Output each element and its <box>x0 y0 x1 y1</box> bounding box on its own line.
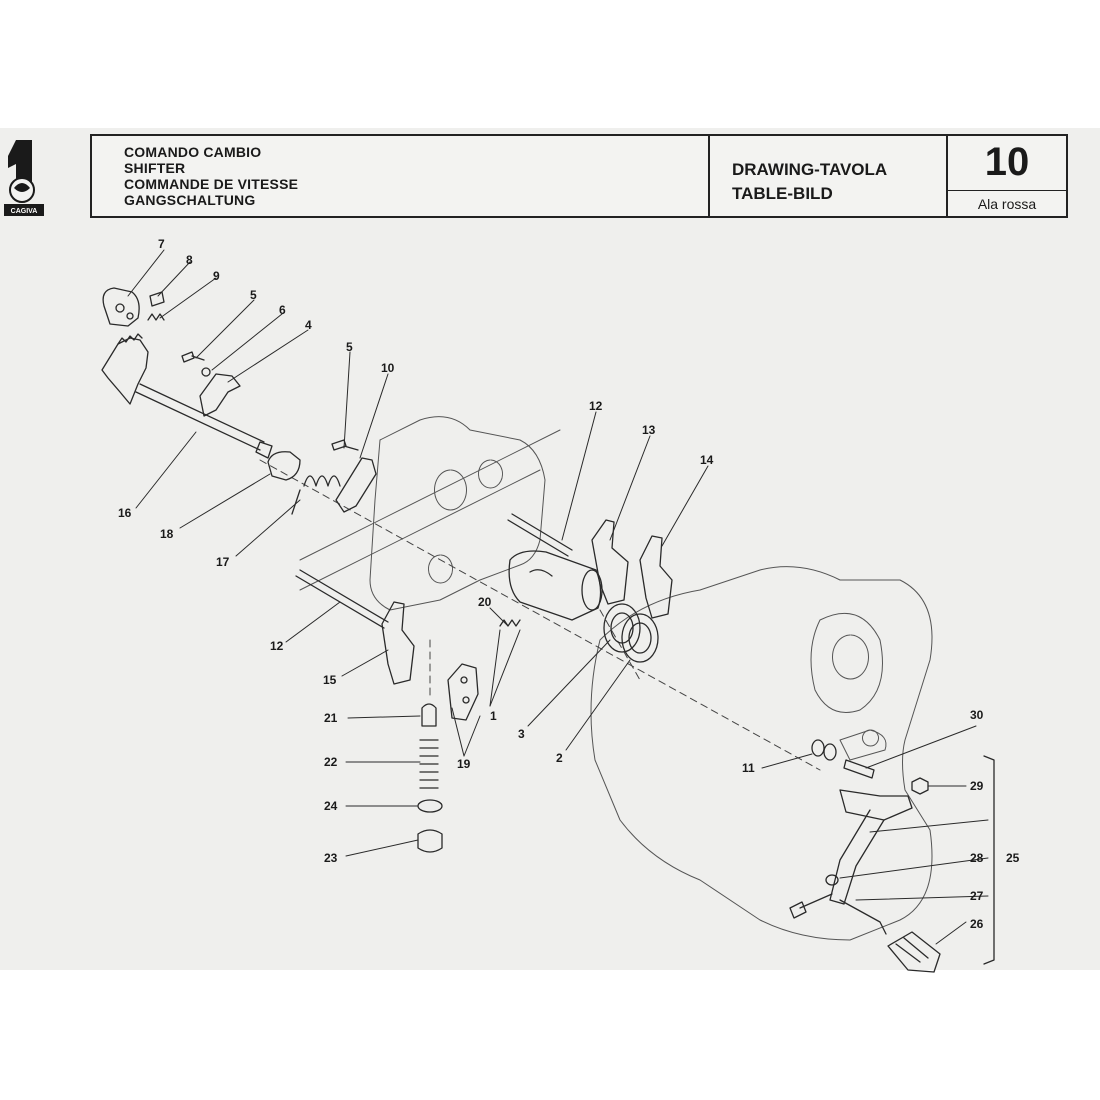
callout-21: 21 <box>324 711 338 725</box>
gearbox-casing <box>299 416 561 611</box>
callout-23: 23 <box>324 851 338 865</box>
callout-5b: 5 <box>346 340 353 354</box>
callout-30: 30 <box>970 708 984 722</box>
part-7-cam-plate <box>102 287 140 327</box>
part-29-nut <box>911 777 929 795</box>
cagiva-logo-icon: CAGIVA <box>4 140 44 216</box>
divider <box>948 190 1066 191</box>
part-10-plate <box>335 457 377 513</box>
title-line-it: COMANDO CAMBIO <box>124 144 262 160</box>
logo-text: CAGIVA <box>11 208 38 215</box>
drawing-sheet <box>0 128 1100 970</box>
callout-29: 29 <box>970 779 984 793</box>
callout-10: 10 <box>381 361 395 375</box>
callout-labels: 7 8 9 5 6 4 5 10 12 13 14 16 18 17 20 12… <box>118 237 1020 931</box>
callout-20: 20 <box>478 595 492 609</box>
part-23-plug <box>417 829 443 853</box>
part-22-spring <box>419 739 439 789</box>
callout-22: 22 <box>324 755 338 769</box>
callout-4: 4 <box>305 318 312 332</box>
drawing-box: DRAWING-TAVOLA TABLE-BILD <box>708 134 948 218</box>
callout-3: 3 <box>518 727 525 741</box>
part-13-fork <box>591 519 629 605</box>
part-9-spring <box>147 313 165 321</box>
part-15-fork <box>381 601 415 685</box>
part-1-selector-drum <box>508 550 603 621</box>
part-28-washer <box>825 874 839 886</box>
callout-14: 14 <box>700 453 714 467</box>
part-6-washer <box>201 367 211 377</box>
title-lines: COMANDO CAMBIO SHIFTER COMMANDE DE VITES… <box>124 144 298 208</box>
part-26-rubber <box>887 931 941 973</box>
callout-27: 27 <box>970 889 984 903</box>
callout-17: 17 <box>216 555 230 569</box>
title-box: COMANDO CAMBIO SHIFTER COMMANDE DE VITES… <box>90 134 710 218</box>
callout-12: 12 <box>589 399 603 413</box>
part-30-bolt <box>843 759 875 779</box>
part-5-bolt-2 <box>331 439 359 451</box>
part-4-pawl <box>199 373 241 417</box>
drawing-label: DRAWING-TAVOLA <box>732 160 888 179</box>
part-3-ring <box>603 603 641 653</box>
callout-25: 25 <box>1006 851 1020 865</box>
part-8-plate <box>149 291 165 307</box>
callout-19: 19 <box>457 757 471 771</box>
title-line-de: GANGSCHALTUNG <box>124 192 256 208</box>
part-27-gear-lever <box>829 789 913 935</box>
part-12-rod-lower <box>295 569 389 629</box>
part-lever-bolt <box>789 893 833 919</box>
part-12-rod-upper <box>507 513 573 557</box>
callout-5: 5 <box>250 288 257 302</box>
callout-7: 7 <box>158 237 165 251</box>
part-16-selector-shaft <box>101 333 273 459</box>
part-2-ring <box>621 613 659 663</box>
crankcase-outline <box>590 566 933 941</box>
part-19-lever <box>447 663 479 721</box>
part-14-fork <box>639 535 673 619</box>
callout-12b: 12 <box>270 639 284 653</box>
part-5-bolt <box>181 351 205 363</box>
callout-28: 28 <box>970 851 984 865</box>
callout-2: 2 <box>556 751 563 765</box>
table-label: TABLE-BILD <box>732 184 833 203</box>
callout-11: 11 <box>742 761 755 775</box>
part-21-plunger <box>421 703 437 727</box>
callout-16: 16 <box>118 506 132 520</box>
callout-6: 6 <box>279 303 286 317</box>
part-17-spring <box>291 475 341 515</box>
part-11-washer <box>811 739 825 757</box>
part-24-washer <box>417 799 443 813</box>
model-name: Ala rossa <box>977 196 1037 212</box>
table-number: 10 <box>984 140 1030 184</box>
callout-1: 1 <box>490 709 497 723</box>
title-line-fr: COMMANDE DE VITESSE <box>124 176 299 192</box>
callout-9: 9 <box>213 269 220 283</box>
title-line-en: SHIFTER <box>124 160 186 176</box>
part-18-bushing <box>267 451 301 481</box>
table-number-box: 10 Ala rossa <box>946 134 1068 218</box>
callout-15: 15 <box>323 673 337 687</box>
bracket-25 <box>983 755 995 965</box>
callout-13: 13 <box>642 423 656 437</box>
callout-26: 26 <box>970 917 984 931</box>
callout-18: 18 <box>160 527 174 541</box>
callout-24: 24 <box>324 799 338 813</box>
callout-8: 8 <box>186 253 193 267</box>
